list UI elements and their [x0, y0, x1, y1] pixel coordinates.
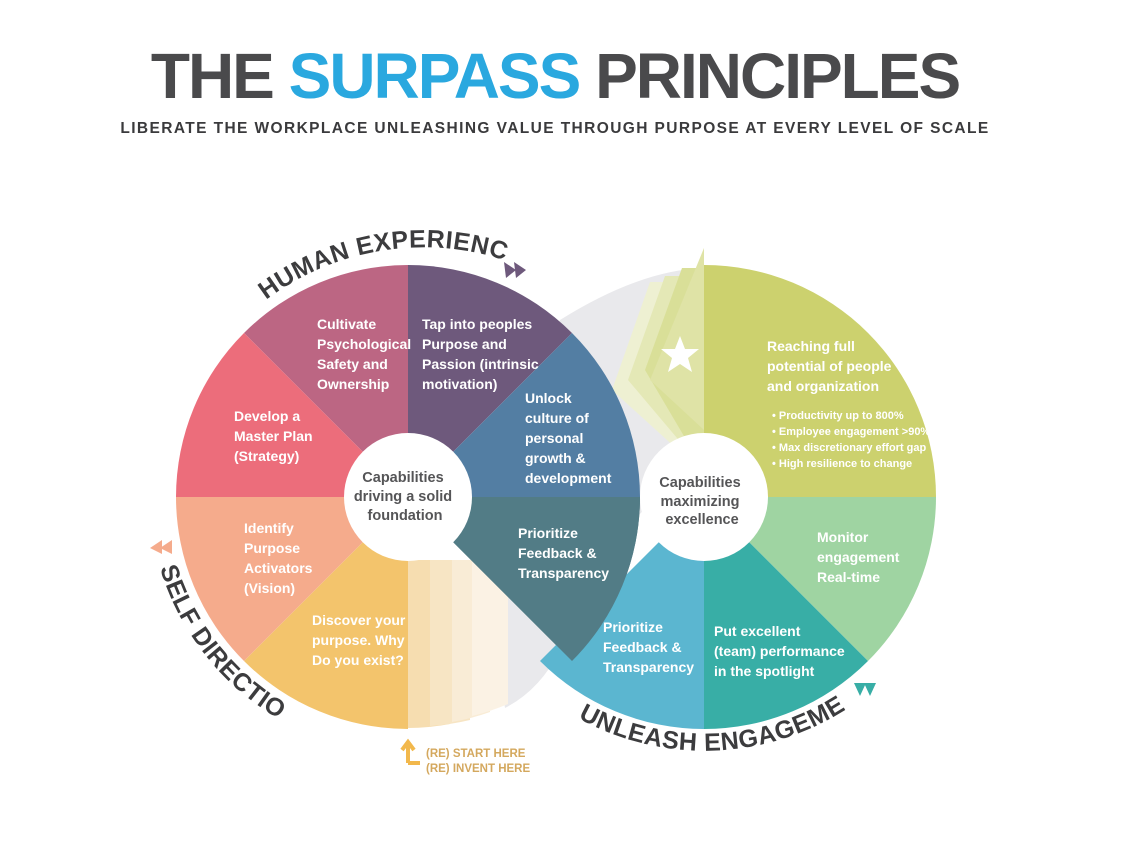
right-center-line-1: Capabilities [659, 475, 740, 491]
label-identify-line-3: Activators [244, 560, 313, 576]
label-discover: Discover your purpose. Why Do you exist? [312, 612, 409, 668]
segment-monitor [704, 497, 936, 661]
label-unlock-line-3: personal [525, 430, 583, 446]
bullet-1: • Productivity up to 800% [772, 410, 904, 422]
label-reaching: Reaching full potential of people and or… [767, 338, 895, 394]
segment-develop [176, 333, 408, 497]
start-note: (RE) START HERE (RE) INVENT HERE [426, 748, 530, 775]
label-cultivate-line-1: Cultivate [317, 316, 376, 332]
double-chevron-icon [504, 262, 526, 278]
label-prio-light-line-3: Transparency [603, 659, 694, 675]
label-tap-line-3: Passion (intrinsic [422, 356, 539, 372]
corner-arrow-icon [400, 738, 420, 765]
right-center-line-3: excellence [665, 512, 738, 528]
double-chevron-icon [854, 683, 876, 696]
label-identify-line-4: (Vision) [244, 580, 295, 596]
label-develop: Develop a Master Plan (Strategy) [234, 408, 316, 464]
label-discover-line-1: Discover your [312, 612, 406, 628]
label-monitor: Monitor engagement Real-time [817, 529, 903, 585]
reaching-bullets: • Productivity up to 800% • Employee eng… [772, 410, 933, 470]
label-develop-line-3: (Strategy) [234, 448, 299, 464]
label-discover-line-3: Do you exist? [312, 652, 404, 668]
label-spotlight-line-2: (team) performance [714, 643, 845, 659]
segment-cultivate [244, 265, 408, 497]
label-spotlight-line-1: Put excellent [714, 623, 801, 639]
label-prioritize-light: Prioritize Feedback & Transparency [603, 619, 694, 675]
label-reaching-line-1: Reaching full [767, 338, 855, 354]
label-unlock-line-1: Unlock [525, 390, 572, 406]
label-unlock-line-5: development [525, 470, 612, 486]
title-part1: THE [150, 40, 289, 112]
label-tap-into: Tap into peoples Purpose and Passion (in… [422, 316, 543, 392]
label-reaching-line-2: potential of people [767, 358, 892, 374]
label-prioritize-dark: Prioritize Feedback & Transparency [518, 525, 609, 581]
segment-discover [244, 497, 408, 729]
segment-reaching [704, 265, 936, 497]
arc-label-human-experience: HUMAN EXPERIENCE [0, 0, 512, 305]
segment-identify [176, 497, 408, 661]
bullet-4: • High resilience to change [772, 458, 912, 470]
start-note-line-2: (RE) INVENT HERE [426, 763, 530, 775]
label-identify-line-2: Purpose [244, 540, 300, 556]
label-cultivate-line-4: Ownership [317, 376, 389, 392]
label-prio-light-line-2: Feedback & [603, 639, 682, 655]
label-unlock-line-2: culture of [525, 410, 589, 426]
left-center-circle [344, 433, 472, 561]
label-prio-dark-line-2: Feedback & [518, 545, 597, 561]
arc-human-text: HUMAN EXPERIENCE [0, 0, 511, 305]
fade-trail-left [408, 560, 508, 728]
segment-spotlight [704, 497, 868, 729]
label-prio-light-line-1: Prioritize [603, 619, 663, 635]
segment-tap-into [408, 265, 572, 497]
right-center-circle [640, 433, 768, 561]
label-monitor-line-3: Real-time [817, 569, 880, 585]
label-reaching-line-3: and organization [767, 378, 879, 394]
label-tap-line-4: motivation) [422, 376, 497, 392]
label-spotlight-line-3: in the spotlight [714, 663, 815, 679]
label-tap-line-1: Tap into peoples [422, 316, 532, 332]
label-prio-dark-line-1: Prioritize [518, 525, 578, 541]
label-unlock-line-4: growth & [525, 450, 586, 466]
star-icon [661, 336, 699, 372]
double-chevron-icon [150, 540, 172, 554]
segment-prioritize-light [540, 497, 704, 729]
label-cultivate-line-3: Safety and [317, 356, 388, 372]
label-identify: Identify Purpose Activators (Vision) [244, 520, 316, 596]
chevron-notch [650, 248, 704, 430]
bullet-2: • Employee engagement >90% [772, 426, 930, 438]
label-develop-line-1: Develop a [234, 408, 300, 424]
right-circle [540, 265, 936, 729]
left-center-line-2: driving a solid [354, 489, 452, 505]
title-part2: PRINCIPLES [579, 40, 961, 112]
page-subtitle: LIBERATE THE WORKPLACE UNLEASHING VALUE … [120, 120, 990, 137]
label-cultivate: Cultivate Psychological Safety and Owner… [317, 316, 415, 392]
label-spotlight: Put excellent (team) performance in the … [714, 623, 849, 679]
label-cultivate-line-2: Psychological [317, 336, 411, 352]
label-identify-line-1: Identify [244, 520, 294, 536]
title-highlight: SURPASS [288, 40, 582, 112]
label-tap-line-2: Purpose and [422, 336, 507, 352]
label-prio-dark-line-3: Transparency [518, 565, 609, 581]
bullet-3: • Max discretionary effort gap [772, 442, 927, 454]
label-unlock: Unlock culture of personal growth & deve… [525, 390, 612, 486]
left-center-line-3: foundation [368, 508, 443, 524]
page-title: THE SURPASS PRINCIPLES [0, 40, 1110, 112]
segment-prioritize-dark-overlap [408, 497, 640, 661]
label-monitor-line-1: Monitor [817, 529, 869, 545]
left-center-line-1: Capabilities [362, 470, 443, 486]
right-center-line-2: maximizing [661, 494, 740, 510]
left-center-text: Capabilities driving a solid foundation [354, 470, 456, 524]
label-develop-line-2: Master Plan [234, 428, 313, 444]
label-discover-line-2: purpose. Why [312, 632, 405, 648]
right-center-text: Capabilities maximizing excellence [659, 475, 744, 528]
start-note-line-1: (RE) START HERE [426, 748, 526, 760]
label-monitor-line-2: engagement [817, 549, 900, 565]
segment-unlock [408, 333, 640, 497]
